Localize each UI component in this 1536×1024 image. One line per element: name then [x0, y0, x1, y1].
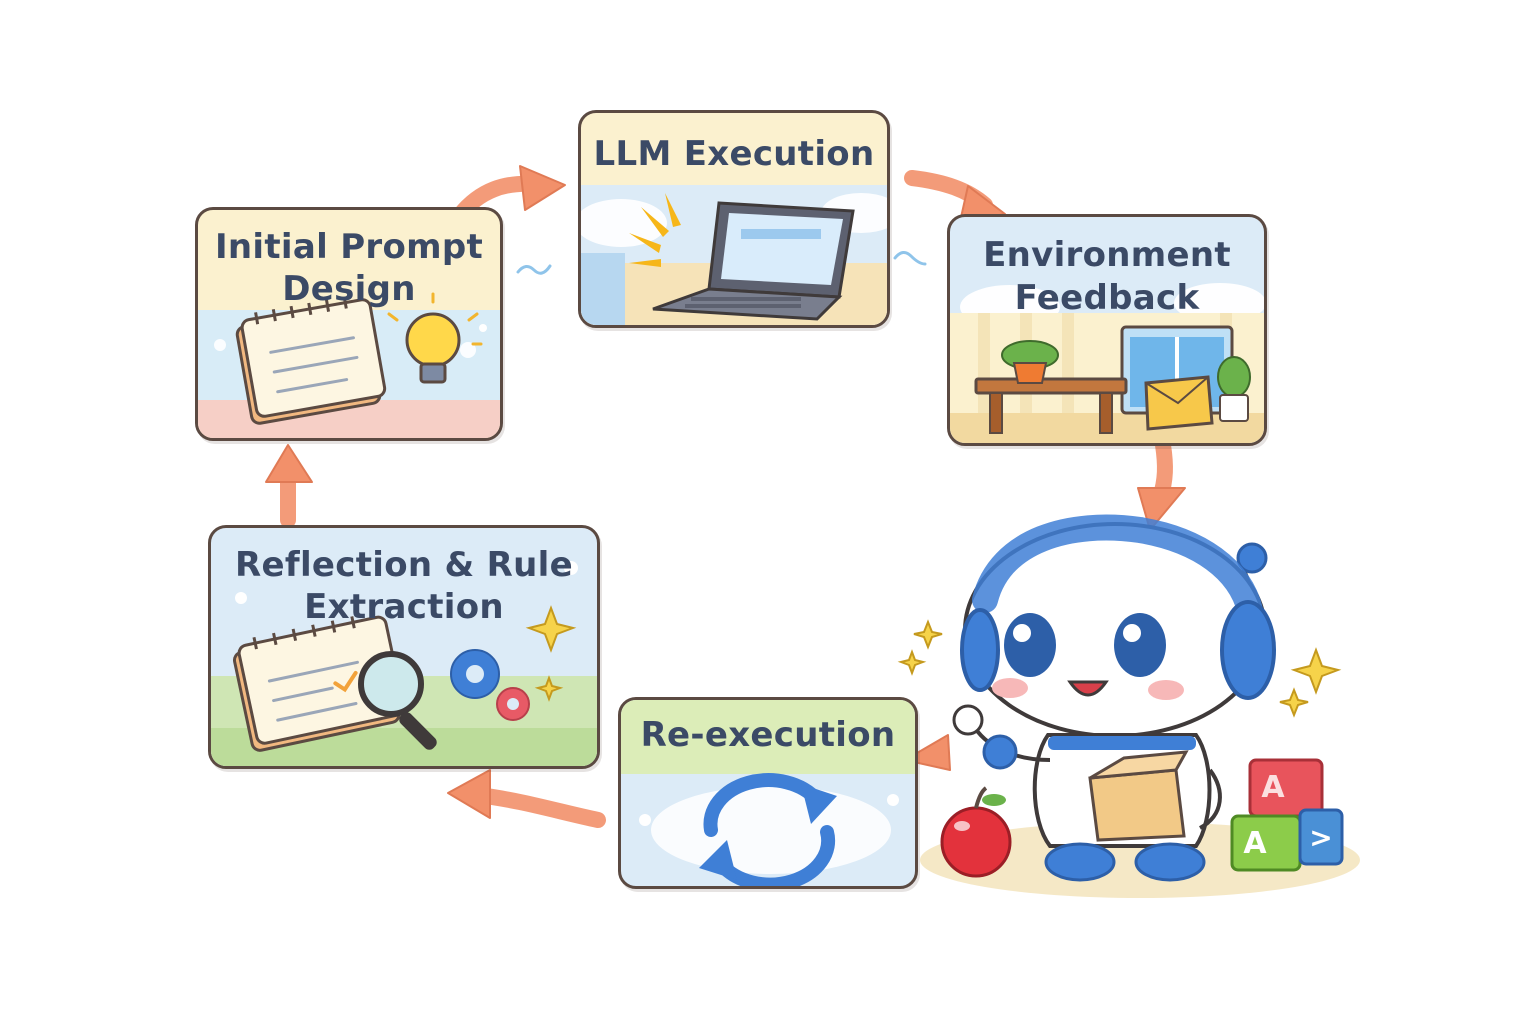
refresh-icon — [703, 773, 836, 886]
card-llm-execution-art — [581, 185, 887, 325]
step-title-environment-line2: Feedback — [1014, 278, 1200, 318]
potted-plant-icon — [1217, 356, 1251, 422]
card-environment-feedback: Environment Feedback — [947, 214, 1267, 446]
arrowhead-reflection-to-prompt — [265, 444, 313, 483]
arrowhead-prompt-to-llm — [519, 165, 566, 211]
block-letter-blue: > — [1309, 821, 1333, 854]
card-reflection: Reflection & Rule Extraction — [208, 525, 600, 769]
step-title-reflection: Reflection & Rule — [235, 545, 573, 585]
squiggle-left — [516, 264, 552, 275]
notepad-icon-reflection — [232, 615, 406, 752]
gear-icon — [450, 649, 530, 721]
block-letter-red: A — [1261, 770, 1285, 805]
step-title-llm-execution: LLM Execution — [593, 134, 875, 174]
squiggle-right — [893, 251, 927, 266]
step-title-environment: Environment — [983, 235, 1231, 275]
lightbulb-icon — [387, 292, 483, 384]
card-reexecution-art — [621, 700, 915, 886]
plant-icon — [1001, 340, 1059, 384]
table-icon — [974, 377, 1128, 434]
notepad-icon — [235, 296, 387, 425]
sparkle-icon — [525, 605, 577, 702]
arrowhead-env-to-robot — [1137, 487, 1186, 531]
card-llm-execution: LLM Execution — [578, 110, 890, 328]
box-icon — [1144, 375, 1214, 431]
arrow-reexec-to-reflection — [470, 787, 606, 828]
card-reflection-art — [211, 561, 597, 766]
step-title-reflection-line2: Extraction — [304, 587, 504, 627]
magnifier-icon — [358, 651, 437, 750]
step-title-initial-prompt: Initial Prompt — [214, 227, 484, 267]
laptop-icon — [652, 201, 855, 321]
block-letter-green: A — [1243, 826, 1267, 861]
step-title-reexecution: Re-execution — [640, 715, 896, 755]
step-title-initial-prompt-line2: Design — [282, 269, 416, 309]
spark-icon — [629, 193, 681, 267]
card-initial-prompt-design: Initial Prompt Design — [195, 207, 503, 441]
card-reexecution: Re-execution — [618, 697, 918, 889]
card-initial-prompt-art — [198, 292, 500, 438]
card-environment-art — [950, 283, 1264, 443]
arrowhead-reexec-to-reflection — [447, 769, 491, 819]
